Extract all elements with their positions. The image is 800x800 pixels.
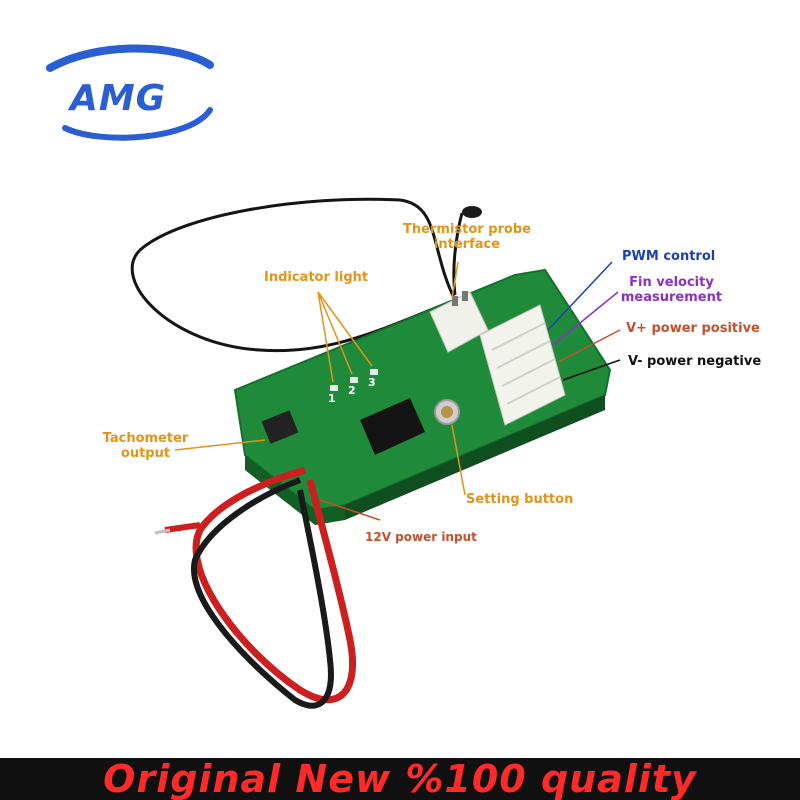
thermistor-label: Thermistor probe interface <box>402 222 532 252</box>
v-plus-label: V+ power positive <box>626 321 760 336</box>
v-minus-label: V- power negative <box>628 354 762 369</box>
tachometer-line1: Tachometer <box>102 431 189 446</box>
fin-velocity-label: Fin velocity measurement <box>614 275 729 305</box>
thermistor-label-line2: interface <box>433 237 501 252</box>
tachometer-line2: output <box>120 446 171 461</box>
thermistor-connector <box>429 291 489 353</box>
tachometer-label: Tachometer output <box>98 431 193 461</box>
led-row <box>330 369 378 391</box>
fin-velocity-line1: Fin velocity <box>629 275 714 290</box>
setting-button-label: Setting button <box>466 492 574 507</box>
wire-tinned-tip <box>154 528 171 535</box>
logo-text: AMG <box>70 78 167 119</box>
quality-banner: Original New %100 quality <box>0 758 800 800</box>
thermistor-probe-tip <box>462 206 482 218</box>
led-number-2: 2 <box>348 384 356 397</box>
banner-text: Original New %100 quality <box>103 757 697 800</box>
red-power-wire <box>192 466 357 704</box>
led-number-1: 1 <box>328 392 336 405</box>
setting-button-center <box>441 406 453 418</box>
annotation-lines <box>174 261 621 521</box>
power-input-label: 12V power input <box>365 530 477 544</box>
logo-swoosh-icon <box>46 44 214 141</box>
thermistor-label-line1: Thermistor probe <box>403 222 531 237</box>
regulator-chip <box>261 410 299 444</box>
pwm-control-label: PWM control <box>622 249 716 264</box>
thermistor-wire <box>130 197 457 353</box>
red-wire-end <box>164 522 201 533</box>
pcb-photo <box>130 197 621 709</box>
black-power-wire <box>190 477 334 709</box>
led-number-3: 3 <box>368 376 376 389</box>
amg-logo: AMG <box>40 40 220 150</box>
indicator-light-label: Indicator light <box>264 270 369 285</box>
fan-connector <box>479 304 566 426</box>
fin-velocity-line2: measurement <box>620 290 723 305</box>
ic-chip <box>360 398 425 455</box>
